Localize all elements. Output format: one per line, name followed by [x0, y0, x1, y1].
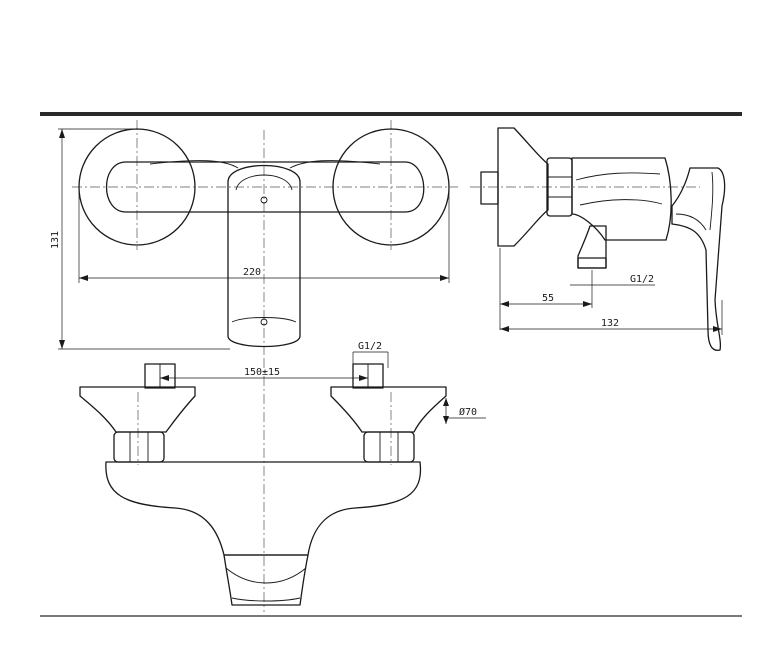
- lever-top: [227, 164, 301, 348]
- front-body: [105, 461, 422, 556]
- dim-width-label: 220: [243, 267, 261, 278]
- side-spout: [577, 225, 607, 269]
- dim-depth-label: 132: [601, 318, 619, 329]
- front-diameter-label: Ø70: [459, 406, 477, 418]
- inlet-stub: [480, 171, 499, 205]
- right-flange: [332, 128, 450, 246]
- front-left-flange: [79, 386, 196, 433]
- side-lever: [671, 167, 726, 351]
- front-thread-label: G1/2: [358, 341, 382, 352]
- mixer-body-top: [106, 161, 425, 213]
- front-spout: [223, 554, 309, 606]
- front-right-flange: [330, 386, 447, 433]
- front-left-nut: [113, 431, 165, 463]
- front-view: G1/2 150±15 Ø70: [79, 341, 486, 612]
- side-thread-label: G1/2: [630, 274, 654, 285]
- left-flange: [78, 128, 196, 246]
- front-right-nut: [363, 431, 415, 463]
- dim-outlet-offset-label: 55: [542, 293, 554, 304]
- side-view: G1/2 55 132: [470, 127, 726, 351]
- side-flange: [497, 127, 549, 247]
- top-view: 131 220: [50, 120, 458, 355]
- top-border-bar: [40, 112, 742, 116]
- dim-height-label: 131: [50, 231, 61, 249]
- front-spacing-label: 150±15: [244, 367, 280, 378]
- side-body: [571, 157, 672, 241]
